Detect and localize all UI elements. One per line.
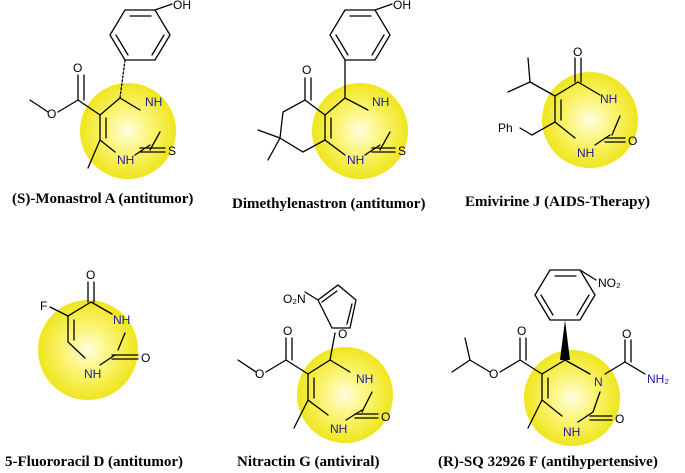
atom-o: O [381,410,390,424]
atom-o: O [283,324,292,338]
atom-f: F [40,299,47,313]
compound-dimethylenastron: O OH NH NH S Dimethylenastron (antitumor… [232,0,425,212]
compound-caption: Emivirine J (AIDS-Therapy) [465,194,650,210]
atom-o-furan: O [338,327,347,341]
atom-nh: NH [113,313,130,327]
atom-s: S [168,144,176,158]
atom-nh: NH [577,146,594,160]
pyrimidine-highlight [524,350,620,446]
compound-caption: (R)-SQ 32926 F (antihypertensive) [438,454,658,470]
atom-o: O [489,367,498,381]
atom-o: O [255,367,264,381]
compound-nitractin: O O₂N O O NH NH O Nitractin G (antiviral… [237,284,393,470]
atom-s: S [398,144,406,158]
compound-monastrol: O O OH NH NH S (S)-Monastrol A (antitumo… [12,0,193,207]
atom-no2: O₂N [283,292,306,306]
pyrimidine-highlight [542,72,638,168]
atom-nh: NH [563,425,580,439]
atom-nh: NH [600,92,617,106]
atom-o: O [628,134,637,148]
atom-nh: NH [356,372,373,386]
compound-5-fluorouracil: O F NH NH O 5-Fluororacil D (antitumor) [5,268,183,470]
atom-nh: NH [84,367,101,381]
atom-o: O [73,61,82,75]
compound-caption: (S)-Monastrol A (antitumor) [12,191,193,207]
atom-o: O [517,324,526,338]
atom-n: N [594,375,603,389]
atom-nh: NH [372,95,389,109]
atom-o: O [141,351,150,365]
pyrimidine-highlight [312,83,408,179]
compound-caption: 5-Fluororacil D (antitumor) [5,454,183,470]
atom-o: O [615,412,624,426]
compound-sq32926: NO₂ N O NH₂ O O NH O (R)-SQ 32926 F (ant… [438,269,669,470]
atom-o: O [47,107,56,121]
atom-nh: NH [347,153,364,167]
atom-nh: NH [117,153,134,167]
atom-ph: Ph [498,121,513,135]
atom-o: O [86,268,95,282]
pyrimidine-highlight [297,347,393,443]
compound-emivirine: O NH NH O Ph Emivirine J (AIDS-Therapy) [465,45,650,210]
atom-nh: NH [145,95,162,109]
compound-caption: Nitractin G (antiviral) [237,454,379,470]
atom-nh: NH [330,422,347,436]
atom-oh: OH [173,0,191,12]
pyrimidine-highlight [80,83,176,179]
atom-o: O [302,63,311,77]
atom-no2: NO₂ [598,276,621,290]
atom-nh2: NH₂ [647,372,669,386]
atom-oh: OH [393,0,411,12]
pyrimidine-highlight [38,300,138,400]
atom-o: O [573,45,582,59]
compound-caption: Dimethylenastron (antitumor) [232,196,425,212]
atom-o: O [622,327,631,341]
